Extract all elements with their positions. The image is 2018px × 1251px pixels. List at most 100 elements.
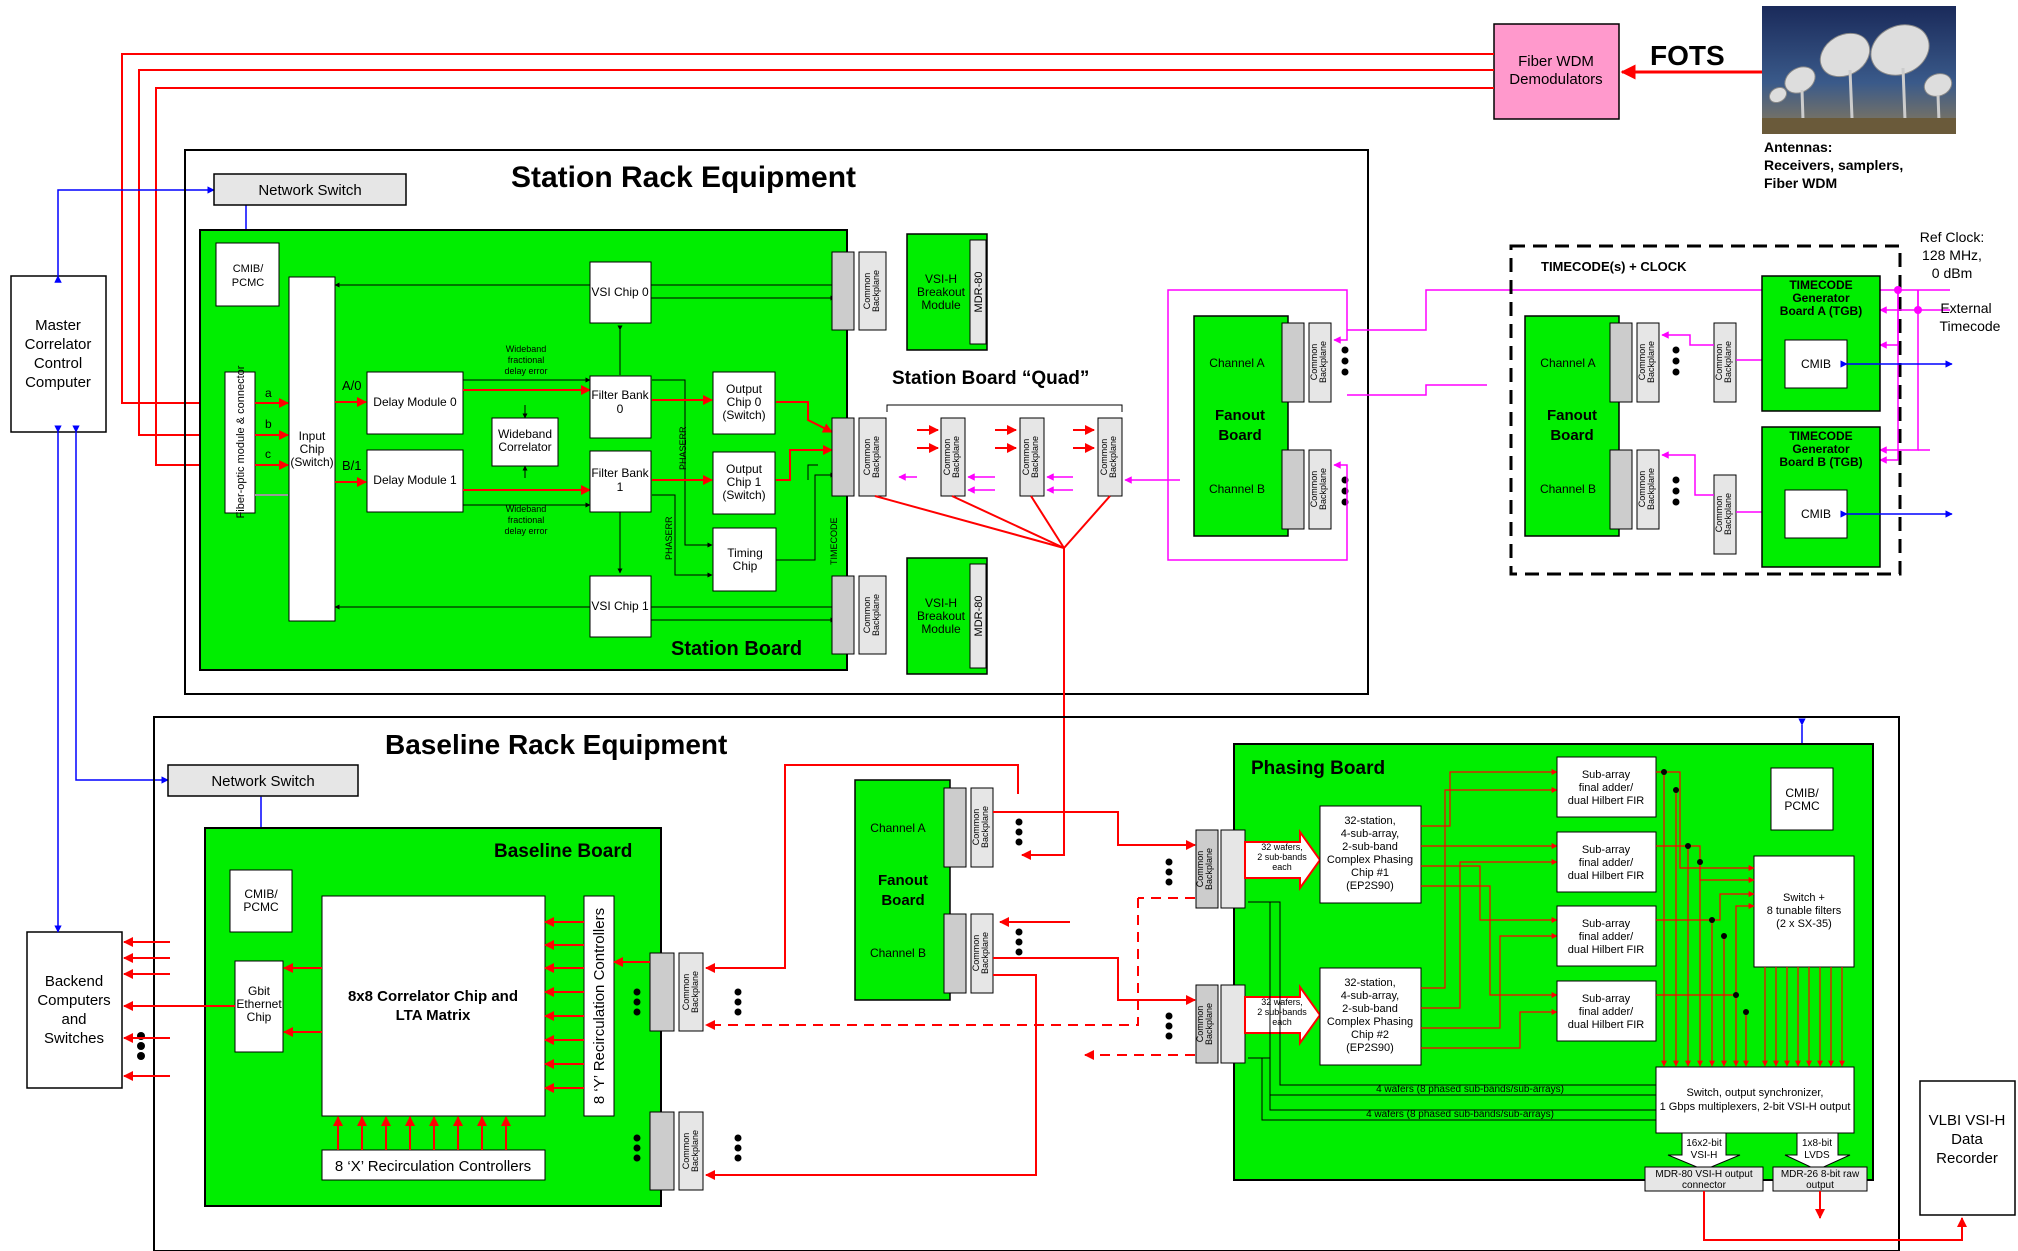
timecode-label: TIMECODE	[829, 517, 839, 565]
sfo-title-2: Board	[1218, 427, 1261, 444]
backend-dots	[137, 1032, 145, 1060]
delay0-label: Delay Module 0	[373, 395, 457, 409]
frac-top-2: fractional	[508, 355, 545, 365]
pc1-6: (EP2S90)	[1346, 880, 1394, 892]
timing-1: Timing	[727, 546, 763, 560]
refclock-3: 0 dBm	[1932, 265, 1972, 281]
antenna-photo	[1762, 6, 1956, 134]
baseline-rack-title: Baseline Rack Equipment	[385, 729, 727, 760]
station-fanout-board	[1194, 316, 1288, 536]
refclock-2: 128 MHz,	[1922, 247, 1982, 263]
bfo-title-1: Fanout	[878, 872, 928, 889]
pc1-2: 4-sub-array,	[1341, 828, 1399, 840]
wafer-in-a-1: 32 wafers,	[1261, 842, 1303, 852]
mcc-label-4: Computer	[25, 374, 91, 391]
tgba-1: TIMECODE	[1789, 278, 1852, 292]
wb-corr-2: Correlator	[498, 440, 551, 454]
corr-1: 8x8 Correlator Chip and	[348, 988, 518, 1005]
tgba-2: Generator	[1792, 291, 1850, 305]
bfo-chb: Channel B	[870, 946, 926, 960]
pc2-1: 32-station,	[1344, 977, 1395, 989]
ph-cmib-1: CMIB/	[1785, 786, 1819, 800]
correlator-chip-matrix	[322, 896, 545, 1116]
tfo-cbp-a-2: Backplane	[1646, 341, 1656, 383]
oc0-3: (Switch)	[722, 408, 765, 422]
sa3-1: Sub-array	[1582, 918, 1631, 930]
bl-cbp-a-2: Backplane	[690, 971, 700, 1013]
sb-cbp-top-2: Backplane	[871, 270, 881, 312]
vlbi-1: VLBI VSI-H	[1929, 1112, 2006, 1129]
input-chip-3: (Switch)	[290, 455, 333, 469]
vlbi-data-recorder	[1920, 1081, 2015, 1215]
pc2-4: Complex Phasing	[1327, 1016, 1413, 1028]
wafers-out-2: 4 wafers (8 phased sub-bands/sub-arrays)	[1366, 1109, 1554, 1120]
antennas-label-3: Fiber WDM	[1764, 175, 1837, 191]
wafer-in-a-3: each	[1272, 862, 1292, 872]
vsib-bot-3: Module	[921, 622, 961, 636]
frac-bot-2: fractional	[508, 515, 545, 525]
wafer-in-b-1: 32 wafers,	[1261, 997, 1303, 1007]
sa2-3: dual Hilbert FIR	[1568, 870, 1644, 882]
port-c: c	[265, 447, 271, 461]
mdr26-conn-1: MDR-26 8-bit raw	[1781, 1169, 1860, 1180]
oc0-2: Chip 0	[727, 395, 762, 409]
pc1-1: 32-station,	[1344, 815, 1395, 827]
external-2: Timecode	[1940, 318, 2001, 334]
frac-top-3: delay error	[504, 366, 547, 376]
port-a: a	[265, 386, 272, 400]
timecode-fanout-board	[1525, 316, 1619, 536]
vsib-top-1: VSI-H	[925, 272, 957, 286]
fb0-2: 0	[617, 402, 624, 416]
lvds-out-2: LVDS	[1804, 1150, 1830, 1161]
wafer-in-a-2: 2 sub-bands	[1257, 852, 1307, 862]
gbit-2: Ethernet	[236, 997, 282, 1011]
mdr80-conn-1: MDR-80 VSI-H output	[1655, 1169, 1752, 1180]
vlbi-3: Recorder	[1936, 1150, 1998, 1167]
sa2-2: final adder/	[1579, 857, 1634, 869]
wafers-out-1: 4 wafers (8 phased sub-bands/sub-arrays)	[1376, 1084, 1564, 1095]
tgba-cmib: CMIB	[1801, 357, 1831, 371]
timing-2: Chip	[733, 559, 758, 573]
station-board-title: Station Board	[671, 638, 802, 660]
refclock-1: Ref Clock:	[1920, 229, 1985, 245]
tfo-title-1: Fanout	[1547, 407, 1597, 424]
fiber-wdm-label-2: Demodulators	[1509, 71, 1602, 88]
frac-top-1: Wideband	[506, 344, 547, 354]
sw-3: (2 x SX-35)	[1776, 918, 1832, 930]
sfo-cha: Channel A	[1209, 356, 1264, 370]
station-cmib-2: PCMC	[232, 277, 264, 289]
mdr26-conn-2: output	[1806, 1180, 1834, 1191]
phaserr-b: PHASERR	[664, 516, 674, 560]
tfo-cha: Channel A	[1540, 356, 1595, 370]
bl-cbp-b-2: Backplane	[690, 1130, 700, 1172]
input-chip-1: Input	[299, 429, 326, 443]
vsi-out-1: 16x2-bit	[1686, 1138, 1722, 1149]
phasing-title: Phasing Board	[1251, 758, 1385, 779]
quad-title: Station Board “Quad”	[892, 368, 1089, 389]
tgbb-3: Board B (TGB)	[1779, 455, 1862, 469]
vsib-top-2: Breakout	[917, 285, 966, 299]
sw-2: 8 tunable filters	[1767, 905, 1842, 917]
tfo-chb: Channel B	[1540, 482, 1596, 496]
mcc-label-1: Master	[35, 317, 81, 334]
vsib-bot-2: Breakout	[917, 609, 966, 623]
ph-cbp-a-2: Backplane	[1204, 848, 1214, 890]
bl-cmib-1: CMIB/	[244, 887, 278, 901]
tfo-title-2: Board	[1550, 427, 1593, 444]
vsi1-label: VSI Chip 1	[591, 599, 649, 613]
oc1-1: Output	[726, 462, 763, 476]
sync-2: 1 Gbps multiplexers, 2-bit VSI-H output	[1660, 1101, 1851, 1113]
wb-corr-1: Wideband	[498, 427, 552, 441]
sa2-1: Sub-array	[1582, 844, 1631, 856]
tfo-dots	[1673, 347, 1680, 506]
wafer-in-b-3: each	[1272, 1017, 1292, 1027]
gbit-1: Gbit	[248, 984, 271, 998]
mcc-label-2: Correlator	[25, 336, 92, 353]
quad-bracket	[887, 405, 1122, 412]
mdr80-conn-2: connector	[1682, 1180, 1727, 1191]
pc1-3: 2-sub-band	[1342, 841, 1398, 853]
master-correlator-control-computer	[11, 276, 106, 432]
fots-label: FOTS	[1650, 40, 1725, 71]
q3-cbp-2: Backplane	[1108, 436, 1118, 478]
y-controllers-label: 8 ‘Y’ Recirculation Controllers	[591, 908, 608, 1104]
